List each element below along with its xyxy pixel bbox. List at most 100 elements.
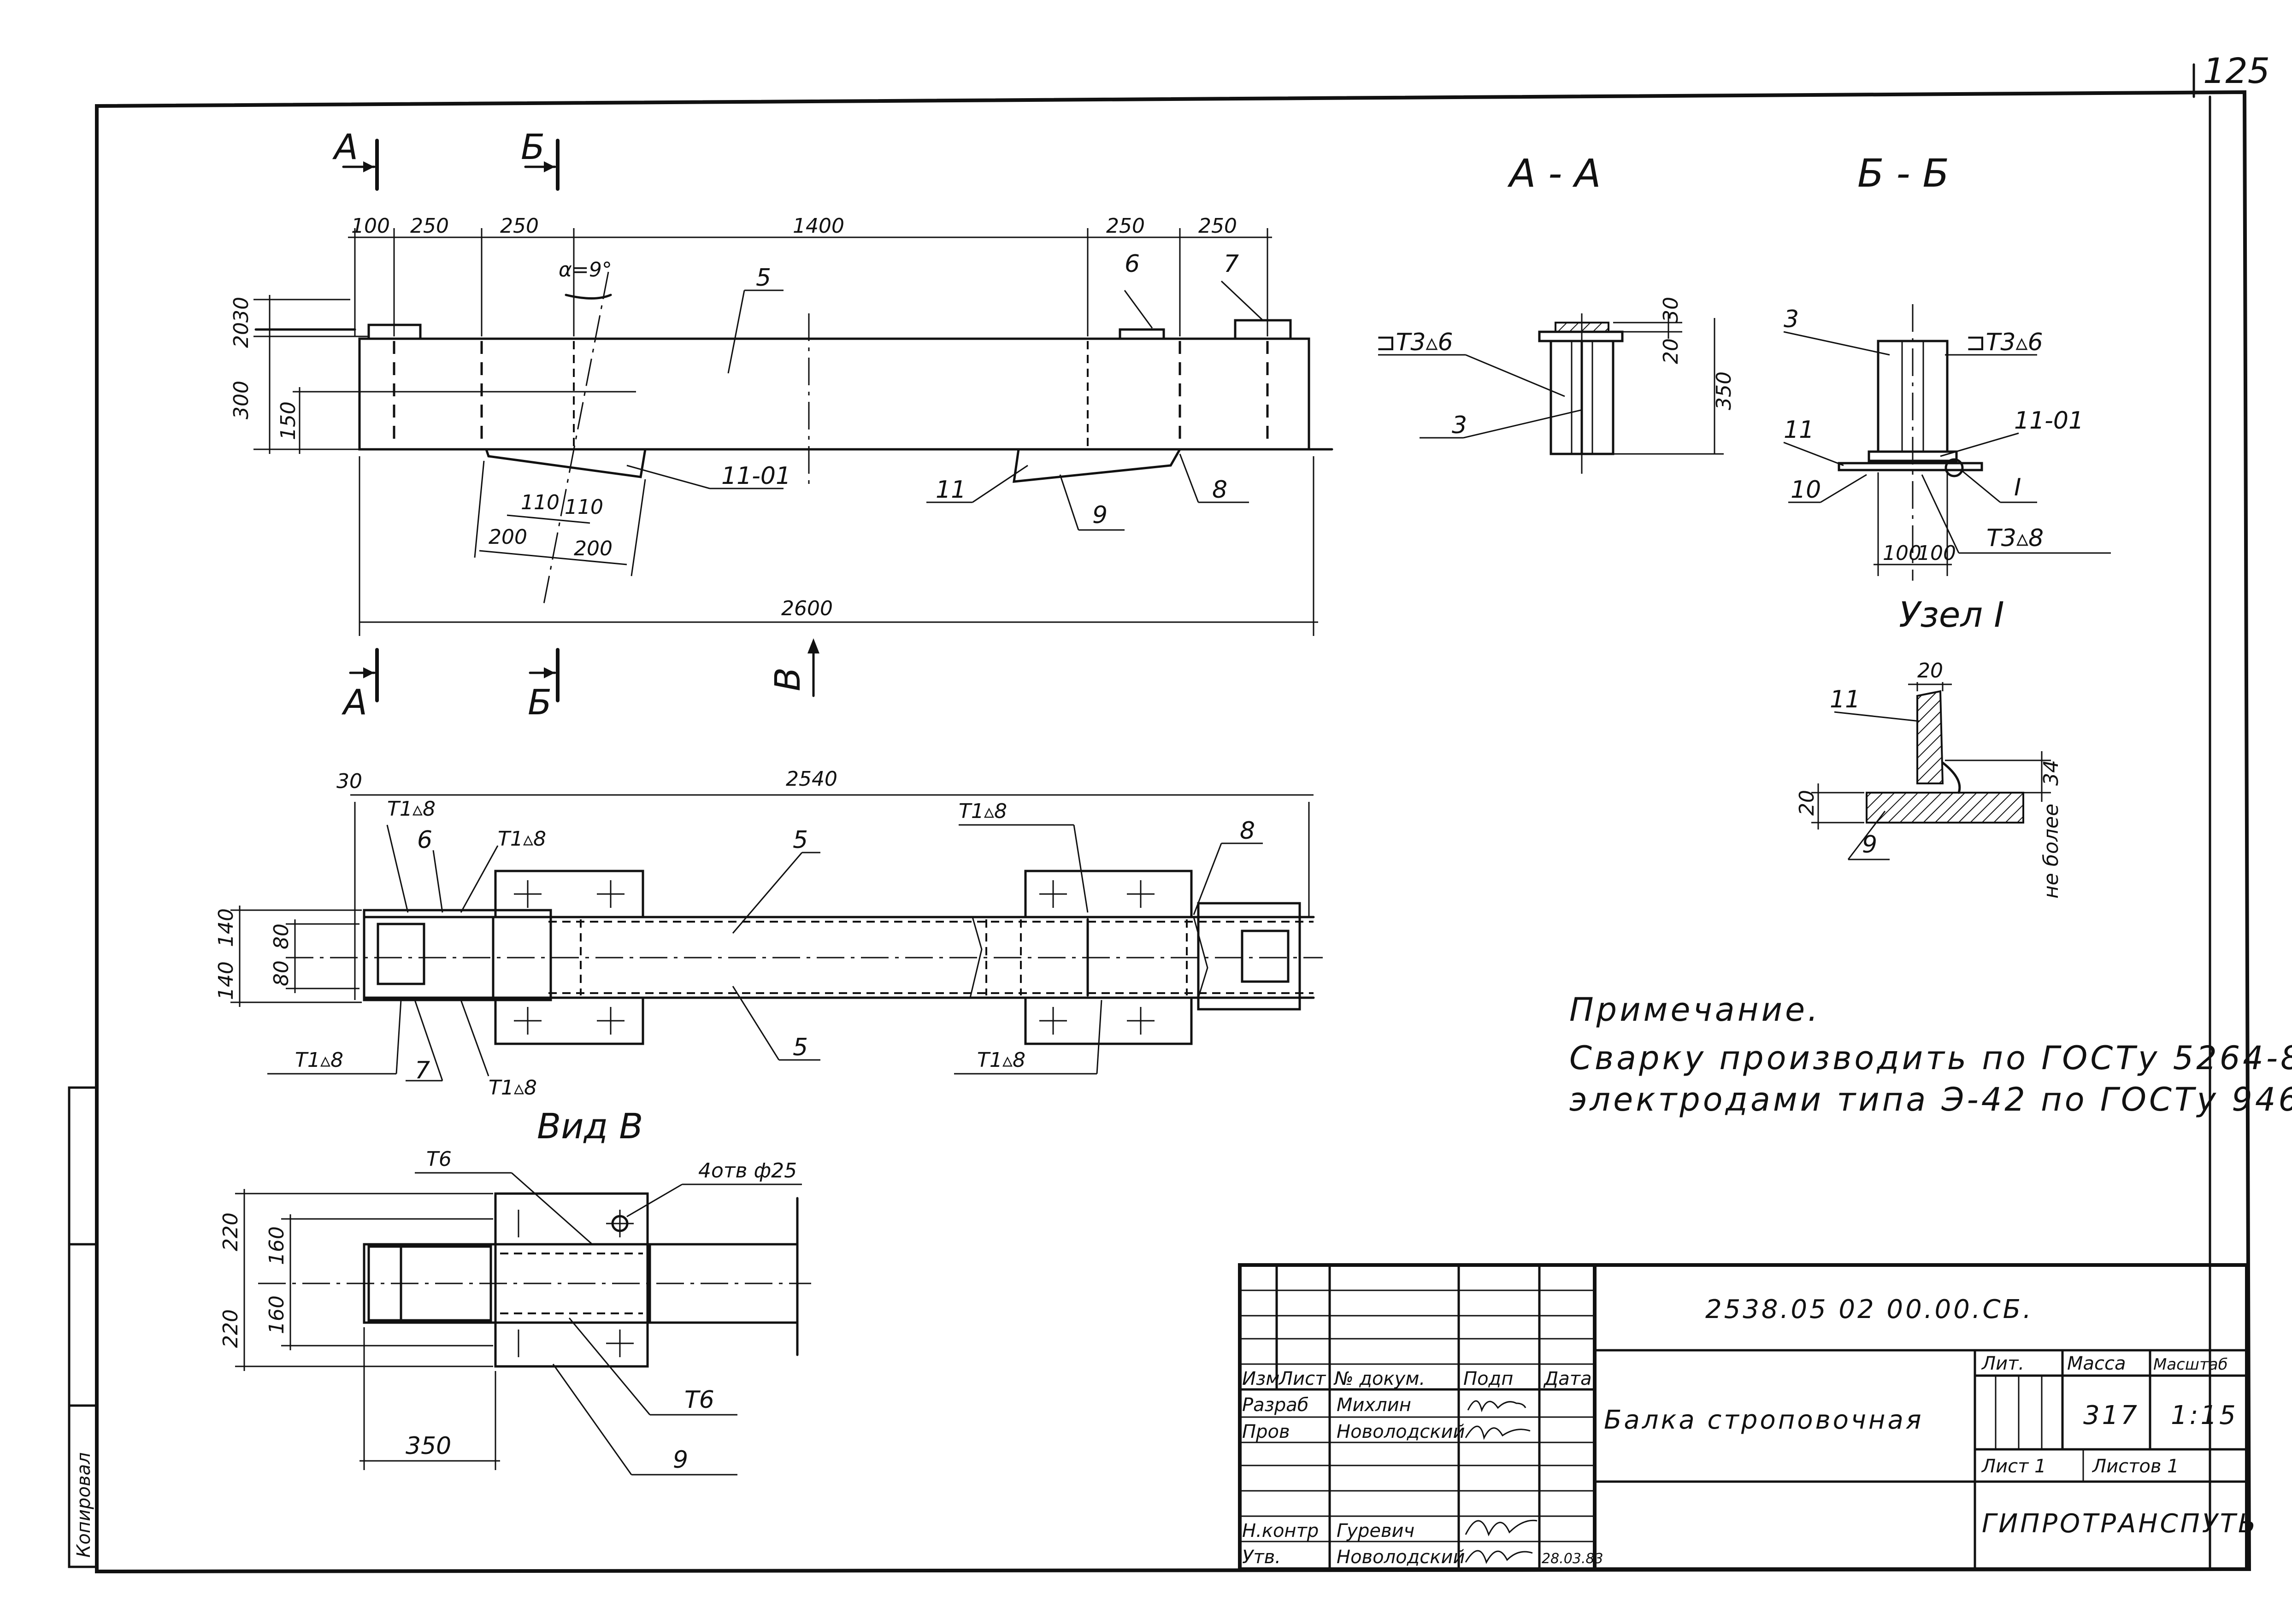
tb-org: ГИПРОТРАНСПУТЬ — [1982, 1509, 2258, 1539]
side-stamp: Копировал — [73, 1452, 94, 1558]
dim-110-b: 110 — [565, 495, 603, 519]
tb-header-list: Лист — [1278, 1368, 1326, 1389]
tb-person-nkontr: Гуревич — [1337, 1520, 1414, 1542]
notes-line-1: Сварку производить по ГОСТу 5264-80 — [1569, 1039, 2292, 1077]
view-v-weld-top: T6 — [426, 1147, 452, 1171]
callout-11: 11 — [936, 476, 966, 504]
signature-1 — [1467, 1400, 1526, 1412]
plan-dim-2540: 2540 — [786, 767, 837, 791]
section-bb: Б - Б 100 100 3 ⊐T3▵6 11 11-01 10 I T3▵8… — [1783, 151, 2111, 635]
view-v: Вид В 220 220 160 160 — [219, 1106, 811, 1476]
signature-4 — [1465, 1550, 1533, 1564]
view-v-dim-220-b: 220 — [219, 1309, 242, 1348]
dim-2600: 2600 — [781, 597, 833, 620]
dim-250-a: 250 — [410, 214, 449, 238]
dim-100: 100 — [351, 214, 390, 238]
part10-bb: 10 — [1791, 476, 1821, 504]
node-part11: 11 — [1830, 686, 1860, 713]
dim-100-bb-b: 100 — [1917, 541, 1956, 565]
section-bb-title: Б - Б — [1857, 151, 1949, 196]
signature-3 — [1465, 1519, 1538, 1536]
dim-200-a: 200 — [489, 525, 527, 549]
part3-aa: 3 — [1452, 412, 1467, 439]
node-note: не более — [2039, 804, 2063, 899]
cut-b-label-bottom: Б — [528, 682, 552, 723]
page-number: 125 — [2203, 50, 2270, 91]
view-v-dim-160-b: 160 — [265, 1295, 289, 1334]
node-part9: 9 — [1862, 831, 1877, 859]
plan-callout-5-bottom: 5 — [793, 1034, 808, 1061]
tb-role-razrab: Разраб — [1242, 1395, 1308, 1416]
tb-name: Балка строповочная — [1604, 1405, 1924, 1435]
cut-b-label-top: Б — [521, 126, 545, 167]
node-mark-bb: I — [2014, 474, 2021, 501]
view-v-arrow-label: В — [767, 667, 808, 691]
dim-250-c: 250 — [1106, 214, 1145, 238]
notes-line-2: электродами типа Э-42 по ГОСТу 9467-75 — [1569, 1081, 2292, 1118]
tb-header-date: Дата — [1543, 1368, 1592, 1389]
notes-title: Примечание. — [1569, 991, 1821, 1029]
plan-weld-6: T1▵8 — [977, 1048, 1025, 1072]
view-v-dim-220-a: 220 — [219, 1212, 242, 1251]
callout-8: 8 — [1212, 476, 1227, 504]
plan-dim-140-b: 140 — [214, 961, 238, 1000]
tb-header-sign: Подп — [1463, 1368, 1513, 1389]
elevation-view: А Б 100 250 250 1400 250 250 30 20 300 1… — [230, 126, 1333, 723]
tb-role-prov: Пров — [1242, 1421, 1290, 1442]
tb-scale-label: Масштаб — [2153, 1355, 2228, 1374]
part11-01-bb: 11-01 — [2014, 407, 2084, 435]
plan-weld-4: T1▵8 — [295, 1048, 343, 1072]
dim-150: 150 — [277, 401, 300, 440]
callout-6: 6 — [1125, 250, 1140, 278]
tb-person-utv: Новолодский — [1337, 1547, 1465, 1568]
node-dim-34: 34 — [2039, 760, 2063, 786]
tb-header-doc: № докум. — [1333, 1368, 1425, 1389]
view-v-dim-350: 350 — [406, 1432, 451, 1460]
callout-11-01: 11-01 — [721, 462, 791, 490]
dim-100-bb-a: 100 — [1883, 541, 1921, 565]
dim-300: 300 — [230, 381, 253, 419]
plan-weld-3: T1▵8 — [959, 800, 1007, 823]
tb-role-nkontr: Н.контр — [1242, 1520, 1319, 1542]
dim-350-aa: 350 — [1712, 371, 1736, 410]
tb-person-razrab: Михлин — [1337, 1395, 1411, 1416]
weld-aa: ⊐T3▵6 — [1376, 329, 1453, 356]
plan-weld-1: T1▵8 — [387, 797, 436, 821]
callout-7: 7 — [1224, 250, 1239, 278]
tb-header-izm: Изм — [1242, 1368, 1279, 1389]
weld-top-bb: ⊐T3▵6 — [1966, 329, 2043, 356]
view-v-title: Вид В — [537, 1106, 643, 1147]
title-block: Изм Лист № докум. Подп Дата Разраб Михли… — [1238, 1263, 2258, 1571]
node-dim-20-top: 20 — [1917, 659, 1943, 683]
callout-5: 5 — [756, 264, 771, 292]
tb-mass-label: Масса — [2067, 1353, 2126, 1374]
tb-sheet: Лист 1 — [1981, 1456, 2046, 1477]
tb-person-prov: Новолодский — [1337, 1421, 1465, 1442]
node-detail: 20 34 не более 20 11 9 — [1795, 659, 2063, 899]
callout-9: 9 — [1092, 501, 1108, 529]
plan-dim-30: 30 — [336, 770, 362, 793]
tb-sheets: Листов 1 — [2092, 1456, 2179, 1477]
signature-2 — [1465, 1425, 1531, 1440]
plan-view: 30 2540 — [214, 767, 1323, 1100]
view-v-weld-bottom: T6 — [684, 1386, 714, 1414]
plan-dim-80-b: 80 — [270, 960, 293, 986]
dim-30-aa: 30 — [1659, 297, 1683, 323]
plan-weld-2: T1▵8 — [498, 827, 546, 851]
part11-bb: 11 — [1784, 416, 1814, 444]
node-dim-20-left: 20 — [1795, 790, 1819, 816]
dim-30-left: 30 — [230, 297, 253, 323]
view-v-dim-160-a: 160 — [265, 1226, 289, 1265]
section-aa: А - А 30 20 350 ⊐T3▵6 3 — [1376, 151, 1736, 475]
cut-a-label-top: А — [332, 126, 358, 167]
plan-dim-80-a: 80 — [270, 924, 293, 949]
tb-date: 28.03.83 — [1542, 1551, 1603, 1567]
dim-250-d: 250 — [1198, 214, 1237, 238]
tb-scale: 1:15 — [2171, 1400, 2238, 1430]
dim-250-b: 250 — [500, 214, 539, 238]
weld-bottom-bb: T3▵8 — [1986, 524, 2044, 552]
cut-a-label-bottom: А — [341, 682, 367, 723]
plan-callout-6: 6 — [417, 826, 432, 854]
dim-20-left: 20 — [230, 322, 253, 348]
